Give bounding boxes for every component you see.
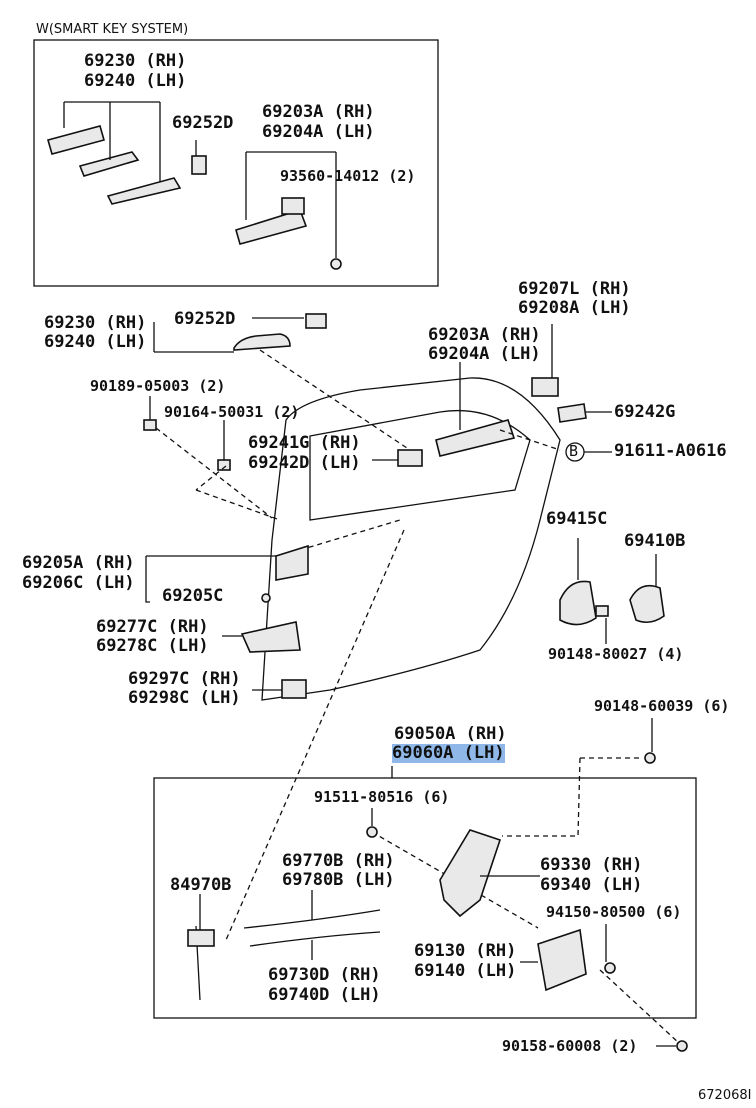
- lock-knob: [281, 679, 307, 699]
- cable-bottom-lh: 69740D (LH): [268, 985, 381, 1005]
- inset-cap: [191, 155, 207, 175]
- link: [439, 829, 502, 918]
- inner-handle: [275, 544, 309, 581]
- door-lock: [537, 928, 587, 992]
- inset-frame-rh: 69203A (RH): [262, 102, 375, 122]
- screw-91511: [366, 826, 378, 838]
- striker-label: 69410B: [624, 531, 686, 551]
- inset-frame-lh: 69204A (LH): [262, 122, 375, 142]
- cable-top-rh: 69770B (RH): [282, 851, 395, 871]
- bezel: [240, 621, 301, 653]
- cables: [243, 909, 381, 947]
- inset-frame-part: [235, 209, 308, 245]
- inset-handle-cover: [47, 125, 105, 155]
- door-outline: [261, 377, 561, 701]
- pad-rear: [397, 449, 423, 467]
- main-frame-lh: 69204A (LH): [428, 344, 541, 364]
- top-screw: [644, 752, 656, 764]
- main-handle-lh: 69240 (LH): [44, 332, 147, 352]
- link-lh: 69340 (LH): [540, 875, 643, 895]
- door-window: [309, 409, 531, 521]
- lock-group-lh-highlight: 69060A (LH): [392, 743, 505, 763]
- screw1: [143, 419, 157, 431]
- bottom-screw-label: 90158-60008 (2): [502, 1037, 638, 1055]
- striker-plate-label: 69415C: [546, 509, 608, 529]
- inset-handle-base: [78, 151, 140, 177]
- cable-top-lh: 69780B (LH): [282, 870, 395, 890]
- cable-bottom-rh: 69730D (RH): [268, 965, 381, 985]
- screw-94150-label: 94150-80500 (6): [546, 903, 682, 921]
- pad-top: [531, 377, 559, 397]
- screw-91511-label: 91511-80516 (6): [314, 788, 450, 806]
- pad-top-rh: 69207L (RH): [518, 279, 631, 299]
- link-rh: 69330 (RH): [540, 855, 643, 875]
- lock-knob-rh: 69297C (RH): [128, 669, 241, 689]
- inset-caption: W(SMART KEY SYSTEM): [36, 22, 189, 37]
- callout-b: B: [569, 442, 579, 460]
- inset-screw-label: 93560-14012 (2): [280, 167, 416, 185]
- striker-plate: [559, 580, 597, 626]
- screw2: [217, 459, 231, 471]
- main-handle: [233, 333, 291, 351]
- inset-cap-label: 69252D: [172, 113, 234, 133]
- inner-clip: [261, 593, 271, 603]
- top-screw-label: 90148-60039 (6): [594, 697, 730, 715]
- inset-handle-lh: 69240 (LH): [84, 71, 187, 91]
- striker-screw: [595, 605, 609, 617]
- bottom-screw: [676, 1040, 688, 1052]
- lock-group-frame: [153, 777, 697, 1019]
- bezel-rh: 69277C (RH): [96, 617, 209, 637]
- main-cap-label: 69252D: [174, 309, 236, 329]
- inset-handle-rh: 69230 (RH): [84, 51, 187, 71]
- screw2-label: 90164-50031 (2): [164, 403, 300, 421]
- main-cap: [305, 313, 327, 329]
- inset-handle: [106, 177, 182, 205]
- pad: [557, 403, 587, 423]
- lock-lh: 69140 (LH): [414, 961, 517, 981]
- main-frame-rh: 69203A (RH): [428, 325, 541, 345]
- main-frame: [435, 419, 516, 457]
- inner-handle-lh: 69206C (LH): [22, 573, 135, 593]
- wire-harness-label: 84970B: [170, 875, 232, 895]
- inner-clip-label: 69205C: [162, 586, 224, 606]
- bolt-ref: 91611-A0616: [614, 441, 727, 461]
- striker-screw-label: 90148-80027 (4): [548, 645, 684, 663]
- bezel-lh: 69278C (LH): [96, 636, 209, 656]
- pad-rear-rh: 69241G (RH): [248, 433, 361, 453]
- striker: [629, 584, 665, 624]
- main-handle-rh: 69230 (RH): [44, 313, 147, 333]
- lock-rh: 69130 (RH): [414, 941, 517, 961]
- inset-lock-cyl: [281, 197, 305, 215]
- inner-handle-rh: 69205A (RH): [22, 553, 135, 573]
- screw1-label: 90189-05003 (2): [90, 377, 226, 395]
- lock-knob-lh: 69298C (LH): [128, 688, 241, 708]
- lock-group-rh: 69050A (RH): [394, 724, 507, 744]
- pad-top-lh: 69208A (LH): [518, 298, 631, 318]
- screw-94150: [604, 962, 616, 974]
- inset-screw: [330, 258, 342, 270]
- pad-rear-lh: 69242D (LH): [248, 453, 361, 473]
- figure-id: 672068I: [698, 1088, 752, 1103]
- pad-label: 69242G: [614, 402, 676, 422]
- inset-frame: [33, 39, 439, 287]
